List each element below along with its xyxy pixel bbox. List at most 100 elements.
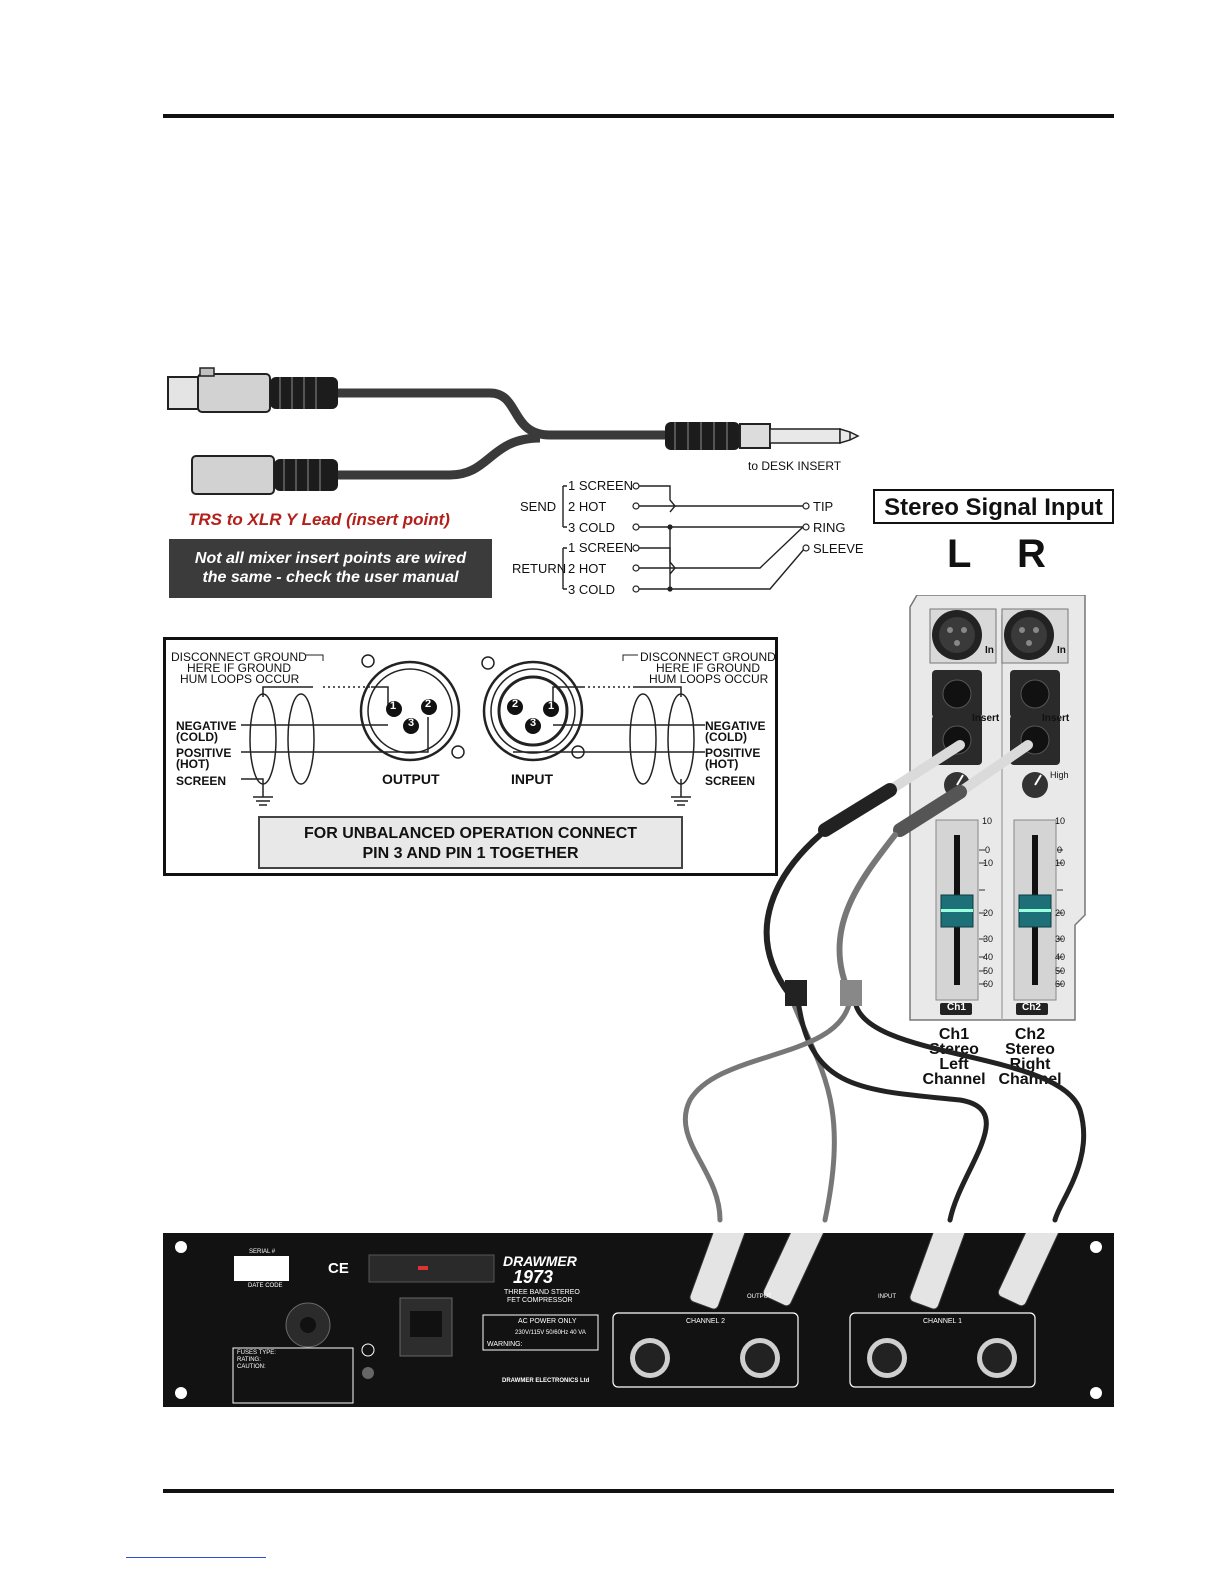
unbalanced-line-2: PIN 3 AND PIN 1 TOGETHER [362, 845, 579, 862]
ch1-insert-label: Insert [972, 713, 1000, 724]
legend-left-cold: (COLD) [176, 730, 218, 744]
ch1-description: Ch1 Stereo Left Channel [914, 1026, 994, 1088]
input-pin-3: 3 [530, 717, 537, 729]
rack-brand: DRAWMER [503, 1253, 577, 1269]
trs-ring-label: RING [813, 520, 846, 535]
ch1-desc-1: Ch1 [938, 1026, 970, 1043]
ch2-scale-0: 0 [1057, 845, 1063, 855]
rack-ch2-output: OUTPUT [747, 1294, 772, 1300]
input-label: INPUT [511, 771, 553, 787]
insert-wiring-schematic [562, 482, 810, 593]
ch1-scale-10: 10 [983, 858, 994, 868]
rack-ch1-input: INPUT [878, 1294, 896, 1300]
return-pin-2: 2 HOT [568, 561, 607, 576]
disconnect-left-1: DISCONNECT GROUND [171, 650, 307, 664]
disconnect-right-2: HERE IF GROUND [656, 661, 761, 675]
ch1-scale-60: 60 [983, 979, 994, 989]
rack-maker: DRAWMER ELECTRONICS Ltd [502, 1378, 590, 1384]
rack-xlr-plugs [689, 1233, 1061, 1310]
unbalanced-note: FOR UNBALANCED OPERATION CONNECT PIN 3 A… [258, 816, 683, 869]
ch2-scale-20: 20 [1055, 908, 1066, 918]
input-pin-1: 1 [548, 700, 555, 712]
disconnect-right-1: DISCONNECT GROUND [640, 650, 776, 664]
footer-rule [163, 1489, 1114, 1493]
rack-ce-mark: CE [328, 1260, 349, 1277]
ch1-xlr-input [929, 608, 997, 664]
ch2-scale-40: 40 [1055, 952, 1066, 962]
disconnect-left-2: HERE IF GROUND [187, 661, 292, 675]
insert-warning-box: Not all mixer insert points are wired th… [169, 539, 492, 598]
y-lead-illustration [167, 367, 860, 495]
rack-channel-2: CHANNEL 2 [686, 1318, 726, 1325]
rack-subtitle-2: FET COMPRESSOR [507, 1297, 573, 1304]
right-channel-letter: R [1017, 532, 1046, 576]
return-pin-3: 3 COLD [568, 582, 615, 597]
warning-line-2: the same - check the user manual [202, 569, 459, 586]
send-pin-2: 2 HOT [568, 499, 607, 514]
high-label: High [1050, 770, 1069, 780]
disconnect-left-3: HUM LOOPS OCCUR [180, 672, 300, 686]
rack-subtitle-1: THREE BAND STEREO [504, 1289, 580, 1296]
ch1-desc-4: Channel [922, 1071, 986, 1088]
ch2-desc-4: Channel [998, 1071, 1062, 1088]
rack-voltage: 230V/115V 50/60Hz 40 VA [515, 1330, 586, 1336]
stereo-signal-input-title: Stereo Signal Input [873, 489, 1114, 524]
ch2-badge: Ch2 [1022, 1002, 1041, 1013]
scale-top-ch2: 10 [1055, 816, 1066, 826]
lead-caption: TRS to XLR Y Lead (insert point) [188, 510, 450, 529]
ch2-in-label: In [1057, 645, 1066, 656]
ch1-scale-30: 30 [983, 934, 994, 944]
ch2-high-knob [1022, 772, 1048, 798]
left-channel-letter: L [947, 532, 972, 576]
output-pin-2: 2 [425, 698, 432, 710]
output-label: OUTPUT [382, 771, 440, 787]
ch1-scale-50: 50 [983, 966, 994, 976]
return-pin-1: 1 SCREEN [568, 540, 634, 555]
ch1-scale-20: 20 [983, 908, 994, 918]
unbalanced-line-1: FOR UNBALANCED OPERATION CONNECT [303, 825, 638, 842]
output-pin-1: 1 [390, 700, 397, 712]
rack-fuses: FUSES TYPE: [237, 1350, 276, 1356]
legend-right-positive: POSITIVE [705, 746, 761, 760]
rack-caution: CAUTION: [237, 1364, 266, 1370]
desk-insert-label: to DESK INSERT [748, 459, 842, 473]
ch2-xlr-input [1001, 608, 1069, 664]
legend-right-screen: SCREEN [705, 774, 756, 788]
ch1-in-label: In [985, 645, 994, 656]
iec-power-socket [399, 1297, 453, 1357]
rack-model: 1973 [513, 1267, 554, 1287]
send-label: SEND [520, 499, 557, 514]
ch1-scale-40: 40 [983, 952, 994, 962]
legend-left-hot: (HOT) [176, 757, 210, 771]
rack-date-code: DATE CODE [248, 1283, 283, 1289]
trs-jack-connector [665, 422, 860, 450]
rack-ac-power: AC POWER ONLY [518, 1318, 577, 1325]
ch2-scale-30: 30 [1055, 934, 1066, 944]
legend-right-cold: (COLD) [705, 730, 747, 744]
ch2-desc-2: Stereo [1005, 1041, 1055, 1058]
ch2-fader-cap [1018, 894, 1052, 928]
send-pin-3: 3 COLD [568, 520, 615, 535]
legend-right-negative: NEGATIVE [705, 719, 766, 733]
ch1-desc-2: Stereo [929, 1041, 979, 1058]
scale-top-ch1: 10 [982, 816, 993, 826]
ch2-desc-1: Ch2 [1014, 1026, 1046, 1043]
xlr-wiring-drawing [241, 654, 705, 806]
send-pin-1: 1 SCREEN [568, 478, 634, 493]
trs-tip-label: TIP [813, 499, 834, 514]
drawmer-rack-unit [163, 1233, 1114, 1407]
return-label: RETURN [512, 561, 567, 576]
xlr-pins [361, 654, 585, 759]
ch2-scale-10: 10 [1055, 858, 1066, 868]
footer-link-underline [126, 1557, 266, 1558]
output-pin-3: 3 [408, 717, 415, 729]
ch1-desc-3: Left [939, 1056, 969, 1073]
rack-rating: RATING: [237, 1357, 261, 1363]
warning-line-1: Not all mixer insert points are wired [194, 550, 467, 567]
xlr-female-connector [167, 367, 338, 413]
legend-left-negative: NEGATIVE [176, 719, 237, 733]
rack-warning: WARNING: [487, 1341, 523, 1348]
ch2-insert-label: Insert [1042, 713, 1070, 724]
header-rule [163, 114, 1114, 118]
ch1-scale-0: 0 [985, 845, 991, 855]
